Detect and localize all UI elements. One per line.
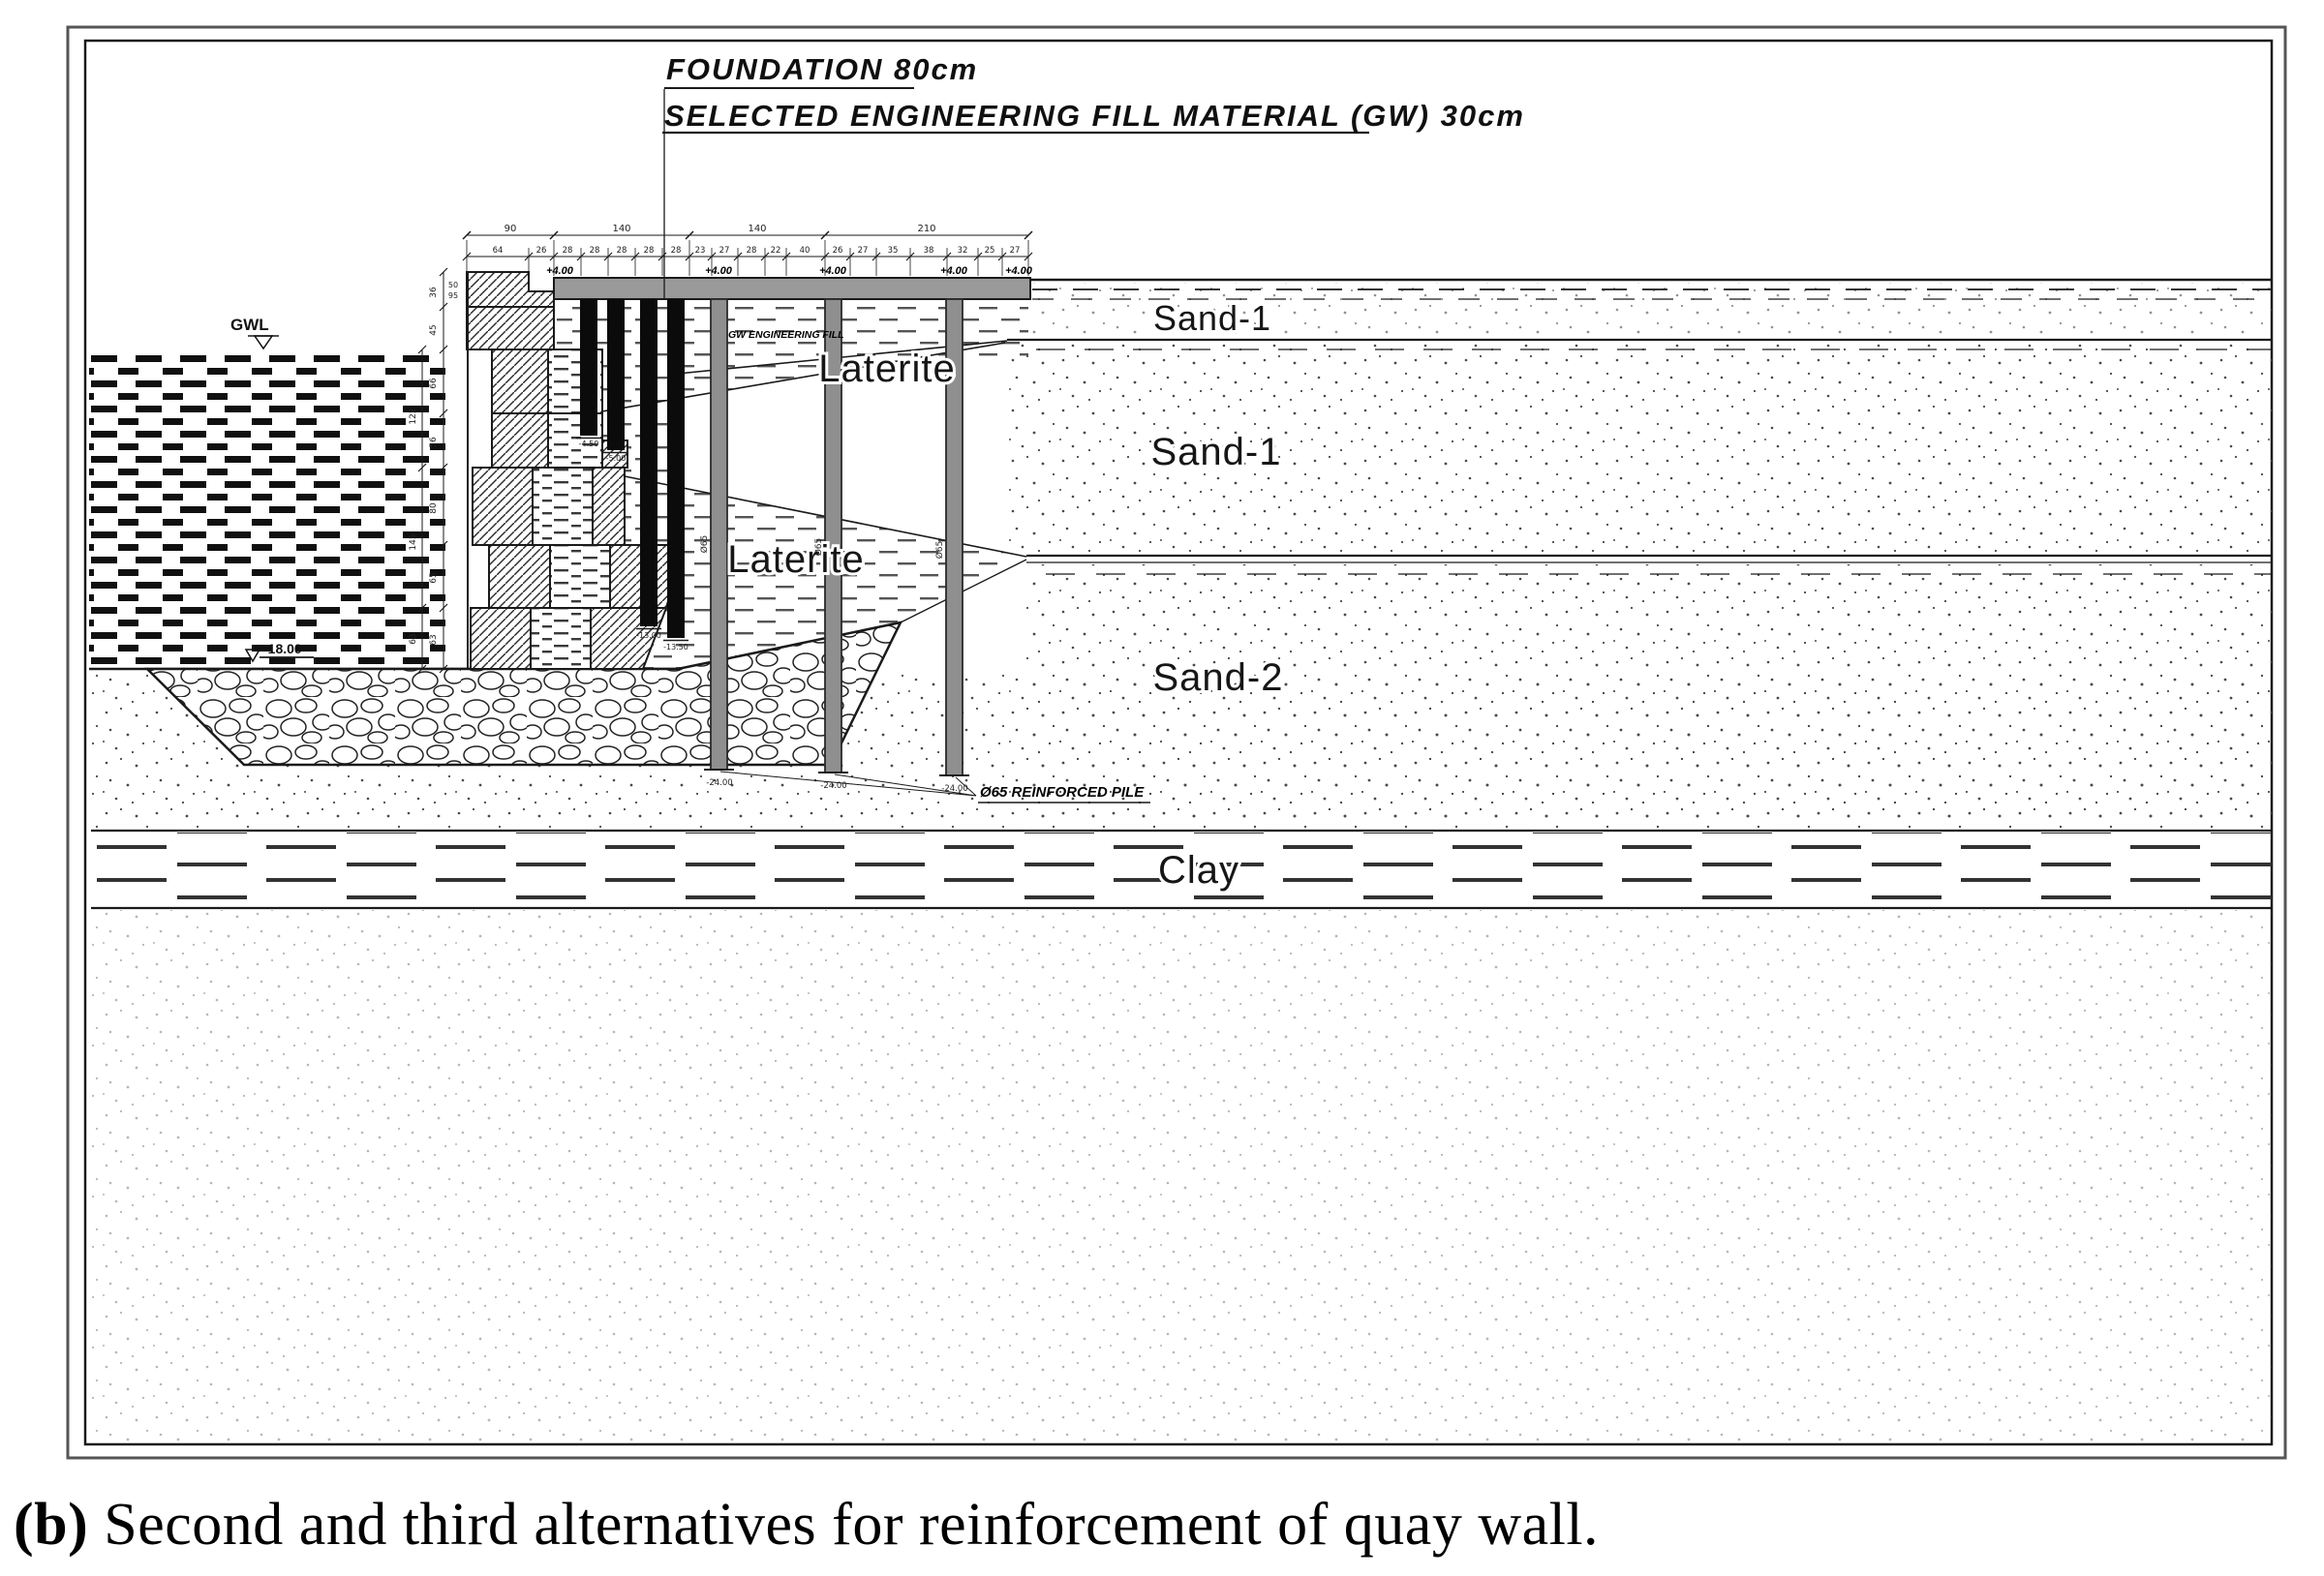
layer-label: Sand-1 — [1153, 298, 1271, 338]
dim-label: 56 — [429, 437, 439, 448]
caption-text: Second and third alternatives for reinfo… — [88, 1492, 1600, 1558]
black-pile — [640, 299, 657, 626]
depth-marker: -18.00 — [263, 641, 302, 656]
layer-label: Laterite — [727, 538, 864, 581]
sand1-top-region — [1032, 283, 2272, 338]
dim-label: 26 — [536, 246, 547, 256]
layer-label: Sand-1 — [1151, 431, 1282, 473]
dim-label: 28 — [671, 246, 682, 256]
dim-label: 122 — [409, 408, 418, 424]
caption-label: (b) — [14, 1492, 89, 1558]
black-pile — [667, 299, 685, 638]
dim-label: 26 — [833, 246, 843, 256]
water-level-icon — [253, 335, 274, 350]
depth-level-icon — [244, 649, 261, 663]
dim-label: 90 — [505, 224, 517, 234]
dim-labels: 90 140 140 210 64 26 28 28 28 28 28 23 27 28 22 40 26 27 3… — [409, 224, 1033, 794]
dim-label: 140 — [748, 224, 766, 234]
reinforced-pile — [710, 298, 728, 771]
dim-label: 28 — [617, 246, 627, 256]
dim-label: -4.50 — [579, 439, 599, 448]
dim-label: +4.00 — [705, 265, 733, 277]
fill-material-annotation: SELECTED ENGINEERING FILL MATERIAL (GW) … — [664, 99, 1525, 133]
dim-label: +4.00 — [819, 265, 847, 277]
dim-label: 28 — [644, 246, 655, 256]
dim-label: 28 — [747, 246, 757, 256]
dim-label: 64 — [493, 246, 504, 256]
dim-label: +4.00 — [546, 265, 574, 277]
black-piles — [576, 299, 688, 642]
gwl-label: GWL — [230, 316, 269, 334]
dim-label: 28 — [563, 246, 573, 256]
deck-slab — [553, 277, 1031, 300]
dim-label: -24.00 — [941, 784, 967, 794]
layer-label: Laterite — [818, 348, 955, 390]
dim-label: 36 — [429, 287, 439, 298]
figure-caption: (b) Second and third alternatives for re… — [14, 1491, 2320, 1560]
dim-label: +4.00 — [940, 265, 968, 277]
annotations: FOUNDATION 80cm SELECTED ENGINEERING FIL… — [230, 52, 1525, 801]
fill-note: GW ENGINEERING FILL — [728, 329, 844, 341]
below-clay-region — [91, 910, 2272, 1442]
dim-label: 32 — [958, 246, 968, 256]
dim-label: 27 — [719, 246, 730, 256]
dim-label: -13.00 — [636, 631, 661, 640]
dim-label: 66 — [429, 378, 439, 389]
dim-label: 45 — [429, 324, 439, 335]
dim-label: 22 — [771, 246, 781, 256]
dim-label: 80 — [429, 502, 439, 514]
black-pile — [580, 299, 597, 436]
clay-layer — [91, 829, 2272, 910]
dim-label: -13.50 — [663, 643, 688, 652]
dim-label: 40 — [800, 246, 810, 256]
dim-label: 210 — [917, 224, 935, 234]
layer-label: Clay — [1158, 849, 1239, 892]
dim-label: 65 — [429, 572, 439, 583]
dim-label: 27 — [1010, 246, 1021, 256]
dim-label: 63 — [429, 634, 439, 645]
dim-label: 145 — [409, 533, 418, 550]
quay-wall-drawing: FOUNDATION 80cm SELECTED ENGINEERING FIL… — [66, 25, 2287, 1460]
black-pile — [607, 299, 625, 450]
dim-label: 27 — [858, 246, 869, 256]
dim-label: 140 — [612, 224, 630, 234]
foundation-annotation: FOUNDATION 80cm — [666, 52, 978, 86]
dim-label: 23 — [695, 246, 706, 256]
dim-label: 28 — [590, 246, 600, 256]
dim-label: 25 — [985, 246, 995, 256]
dim-label: -5.00 — [606, 454, 627, 463]
gray-piles — [704, 298, 969, 776]
leader-lines — [662, 87, 1369, 803]
dim-label: Ø65 — [934, 541, 945, 560]
layer-boundaries — [556, 278, 2272, 623]
layer-label: Sand-2 — [1153, 656, 1284, 699]
dim-label: 63 — [409, 633, 418, 644]
pile-type-label: Ø65 REINFORCED PILE — [980, 784, 1145, 801]
dim-label: 50 — [448, 281, 458, 289]
dim-label: 35 — [888, 246, 899, 256]
dim-label: -24.00 — [706, 778, 732, 788]
dimension-lines — [417, 230, 1033, 674]
dim-label: +4.00 — [1005, 265, 1033, 277]
dim-label: 95 — [448, 291, 458, 300]
dim-label: -24.00 — [820, 781, 846, 791]
sand1-main-region — [1009, 343, 2272, 554]
dim-label: Ø65 — [699, 535, 710, 554]
dim-label: 38 — [924, 246, 934, 256]
dim-label: Ø65 — [813, 538, 824, 557]
